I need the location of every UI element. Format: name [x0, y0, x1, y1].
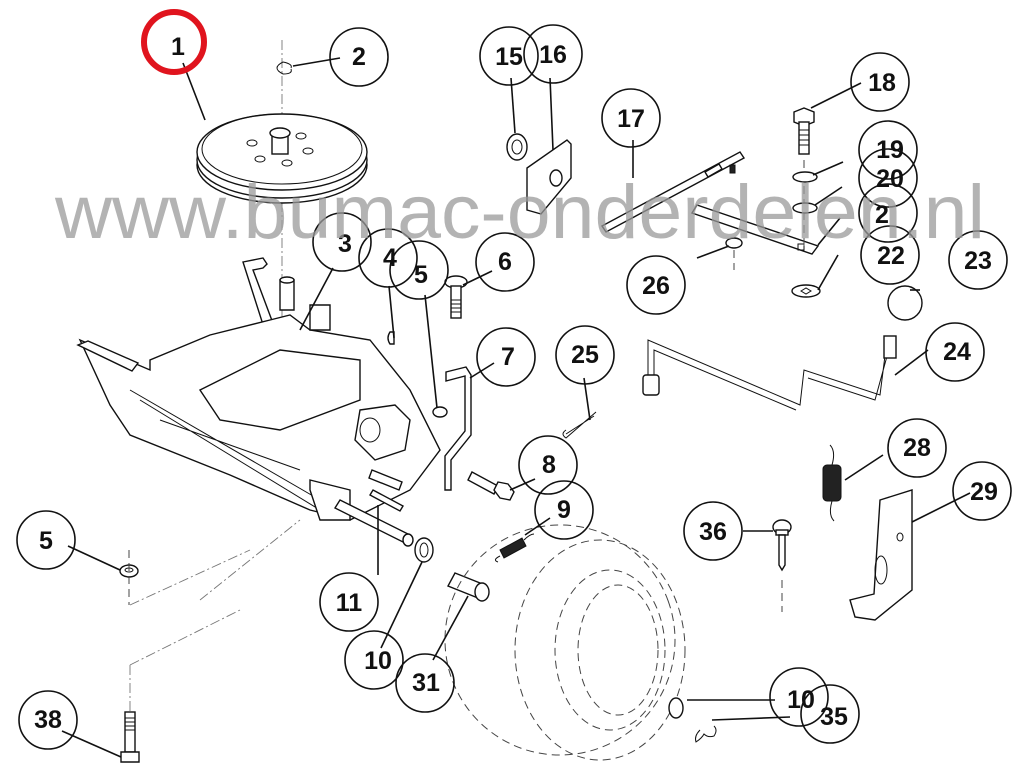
- callout-16-label: 16: [539, 41, 567, 69]
- callout-21-label: 2: [875, 201, 889, 229]
- callout-1[interactable]: 1: [141, 9, 207, 75]
- callout-9[interactable]: 9: [534, 480, 594, 540]
- part-wheel-phantom: [444, 524, 686, 761]
- part-bolt-6: [444, 275, 468, 319]
- callout-21[interactable]: 2: [858, 183, 918, 243]
- callout-1-label: 1: [171, 33, 185, 61]
- part-washer-20: [792, 202, 818, 214]
- part-washer-19: [792, 171, 818, 183]
- callout-6-label: 6: [498, 248, 512, 276]
- part-ball-23: [887, 285, 923, 321]
- part-screw-36: [772, 519, 792, 612]
- callout-22[interactable]: 22: [860, 225, 920, 285]
- callout-36-label: 36: [699, 518, 727, 546]
- part-nut-26: [725, 237, 743, 270]
- part-cotter-pin: [562, 411, 597, 439]
- part-spring-9: [494, 533, 535, 563]
- part-rod-17: [600, 151, 746, 233]
- callout-10a[interactable]: 10: [344, 630, 404, 690]
- part-bracket-16: [526, 139, 572, 215]
- callout-36[interactable]: 36: [683, 501, 743, 561]
- callout-15-label: 15: [495, 43, 523, 71]
- callout-8-label: 8: [542, 451, 556, 479]
- part-nut-upper: [432, 406, 448, 418]
- callout-31-label: 31: [412, 669, 440, 697]
- callout-18-label: 18: [868, 69, 896, 97]
- part-bolt-18: [793, 107, 815, 155]
- part-pulley: [196, 113, 368, 204]
- callout-25-label: 25: [571, 341, 599, 369]
- callout-3[interactable]: 3: [312, 212, 372, 272]
- part-bolt-38: [120, 711, 140, 763]
- watermark-text: www.bumac-onderdelen.nl: [54, 170, 985, 255]
- callout-28[interactable]: 28: [887, 418, 947, 478]
- callout-5a-label: 5: [414, 261, 428, 289]
- callout-2[interactable]: 2: [329, 27, 389, 87]
- callout-7[interactable]: 7: [476, 327, 536, 387]
- part-bracket: [444, 366, 472, 491]
- part-key: [387, 331, 395, 345]
- part-transaxle: [76, 257, 441, 547]
- callout-26[interactable]: 26: [626, 255, 686, 315]
- callout-22-label: 22: [877, 242, 905, 270]
- callout-9-label: 9: [557, 496, 571, 524]
- callout-1-highlight-ring: [141, 9, 207, 75]
- callout-2-label: 2: [352, 43, 366, 71]
- part-linkage-rod: [647, 337, 893, 411]
- callout-15[interactable]: 15: [479, 26, 539, 86]
- callout-38-label: 38: [34, 706, 62, 734]
- callout-4-label: 4: [383, 244, 397, 272]
- callout-23[interactable]: 23: [948, 230, 1008, 290]
- callout-20[interactable]: 20: [858, 148, 918, 208]
- callout-5b[interactable]: 5: [16, 510, 76, 570]
- part-bolt-8: [467, 471, 515, 501]
- callout-5a[interactable]: 5: [389, 240, 449, 300]
- callout-23-label: 23: [964, 247, 992, 275]
- part-key-11: [369, 489, 404, 512]
- part-washer-10a: [414, 537, 434, 563]
- part-nut-lower: [119, 550, 139, 605]
- callout-6[interactable]: 6: [475, 232, 535, 292]
- callout-28-label: 28: [903, 434, 931, 462]
- part-washer-22: [791, 284, 821, 298]
- callout-16[interactable]: 16: [523, 24, 583, 84]
- part-washer-10b: [668, 697, 684, 719]
- part-clip-35: [695, 725, 717, 743]
- callout-17-label: 17: [617, 105, 645, 133]
- part-spring-28: [822, 444, 842, 522]
- callout-5b-label: 5: [39, 527, 53, 555]
- callout-24[interactable]: 24: [925, 322, 985, 382]
- callout-7-label: 7: [501, 343, 515, 371]
- callout-11[interactable]: 11: [319, 572, 379, 632]
- part-clip: [276, 61, 292, 75]
- callout-8[interactable]: 8: [518, 435, 578, 495]
- callout-38[interactable]: 38: [18, 690, 78, 750]
- callout-24-label: 24: [943, 338, 971, 366]
- callout-10a-label: 10: [364, 647, 392, 675]
- callout-35[interactable]: 35: [800, 684, 860, 744]
- callout-18[interactable]: 18: [850, 52, 910, 112]
- callout-35-label: 35: [820, 703, 848, 731]
- part-plate-21: [690, 204, 820, 255]
- callout-20-label: 20: [876, 165, 904, 193]
- callout-25[interactable]: 25: [555, 325, 615, 385]
- part-bracket-29: [849, 489, 913, 621]
- callout-29[interactable]: 29: [952, 461, 1012, 521]
- callout-17[interactable]: 17: [601, 88, 661, 148]
- callout-31[interactable]: 31: [395, 653, 455, 713]
- part-washer-15: [506, 133, 528, 161]
- part-spacer-31: [447, 572, 490, 602]
- callout-29-label: 29: [970, 478, 998, 506]
- callout-26-label: 26: [642, 272, 670, 300]
- callout-3-label: 3: [338, 230, 352, 258]
- callout-4[interactable]: 4: [358, 228, 418, 288]
- callout-11-label: 11: [336, 589, 363, 617]
